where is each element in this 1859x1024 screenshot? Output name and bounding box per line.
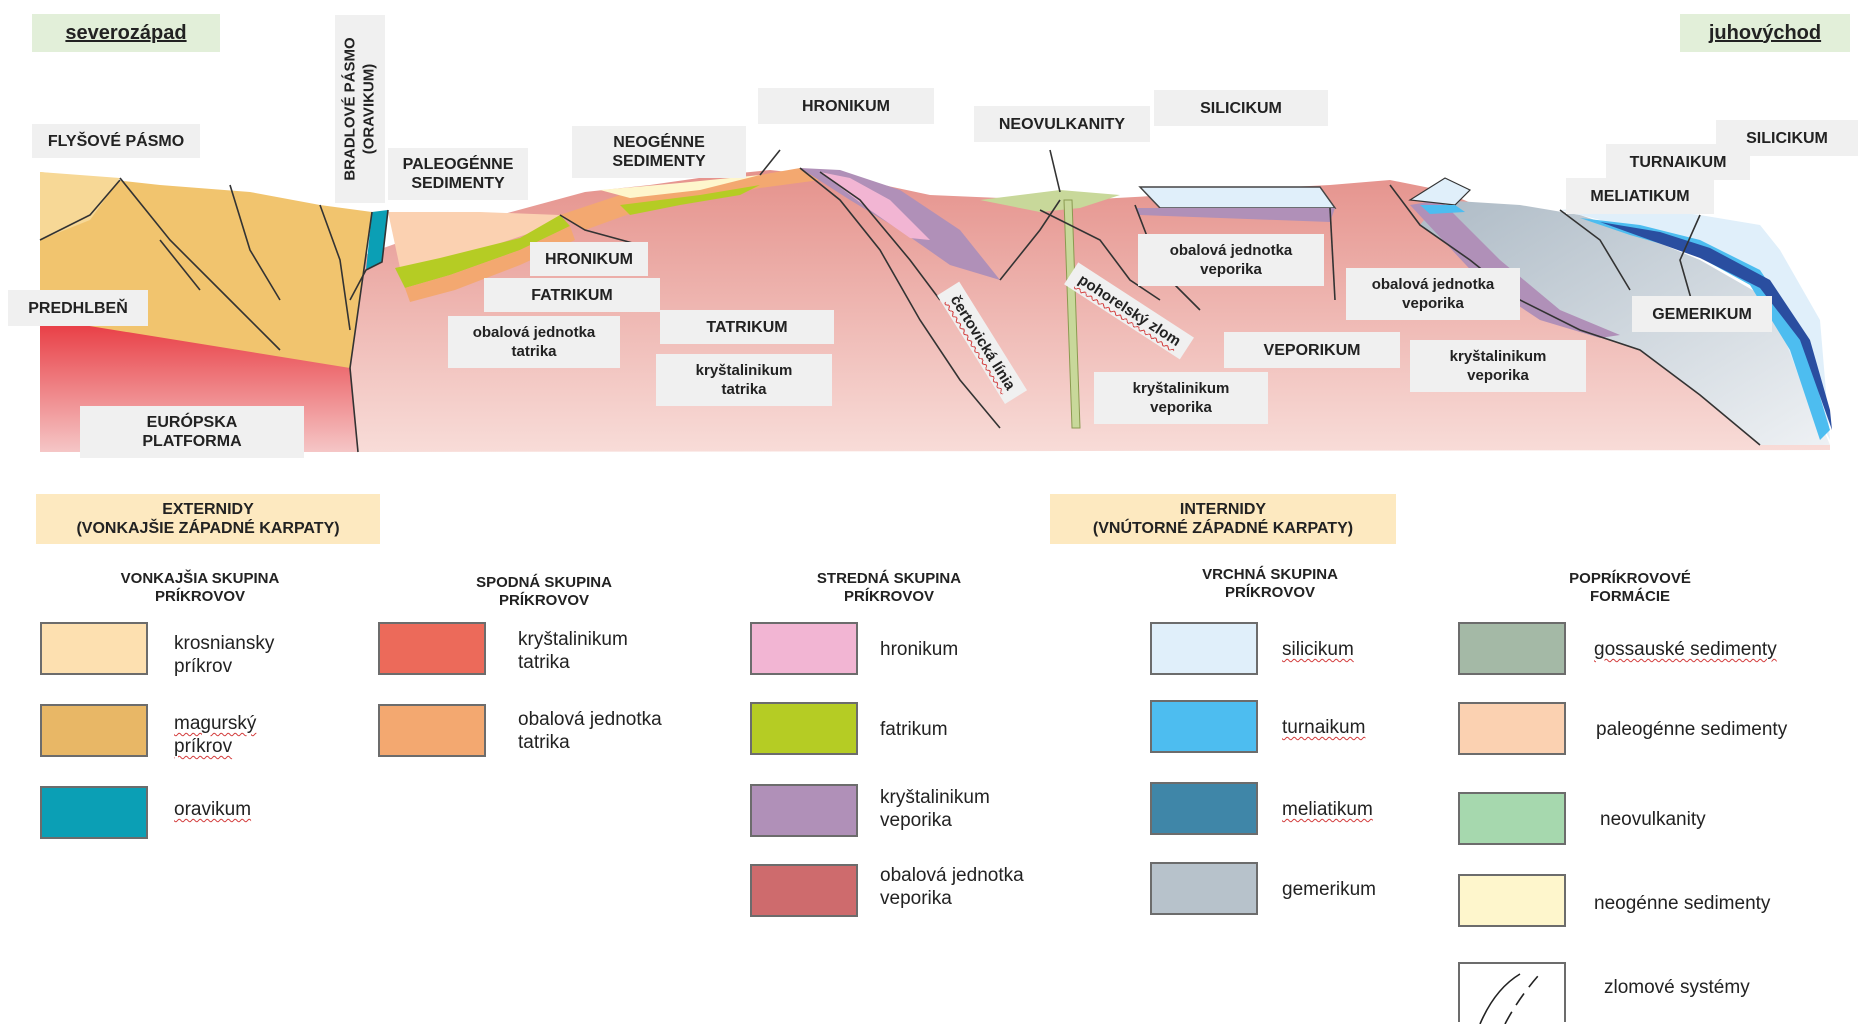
fault-symbol-icon	[1479, 973, 1539, 1024]
fatrikum-dome	[620, 185, 760, 215]
neovulkanity-body	[980, 190, 1120, 212]
label-hronikum-mid: HRONIKUM	[530, 242, 648, 276]
paleogene-basin	[388, 212, 560, 268]
gemerikum-block	[1420, 200, 1830, 445]
legend-group-title-vrchna: VRCHNÁ SKUPINA PRÍKROVOV	[1202, 566, 1338, 601]
label-predhlben: PREDHLBEŇ	[8, 290, 148, 326]
legend-group-title-vonkajsia: VONKAJŠIA SKUPINA PRÍKROVOV	[120, 570, 280, 605]
hronikum-pink	[820, 172, 930, 240]
label-europska-platforma: EURÓPSKA PLATFORMA	[80, 406, 304, 458]
fault-systems	[39, 149, 1761, 453]
legend-swatch-gossauske	[1458, 622, 1566, 675]
label-tatrikum: TATRIKUM	[660, 310, 834, 344]
label-bradlove: BRADLOVÉ PÁSMO (ORAVIKUM)	[335, 15, 385, 203]
legend-label-gossauske-text: gossauské sedimenty	[1594, 639, 1777, 660]
legend-label-krosniansky: krosniansky príkrov	[174, 633, 275, 677]
label-neovulkanity: NEOVULKANITY	[974, 106, 1150, 142]
neovulkanity-dike	[1063, 199, 1081, 429]
veporic-crystalline-right	[1410, 200, 1620, 338]
label-krystalinikum-veporika-2: kryštalinikum veporika	[1410, 340, 1586, 392]
legend-swatch-hronikum	[750, 622, 858, 675]
legend-label-hronikum: hronikum	[880, 639, 959, 660]
band-externidy: EXTERNIDY (VONKAJŠIE ZÁPADNÉ KARPATY)	[36, 494, 380, 544]
legend-swatch-zlomove	[1458, 962, 1566, 1024]
label-flysch: FLYŠOVÉ PÁSMO	[32, 124, 200, 158]
legend-swatch-paleogenne	[1458, 702, 1566, 755]
legend-swatch-krystalinikum-tatrika	[378, 622, 486, 675]
legend-swatch-neogenne	[1458, 874, 1566, 927]
label-gemerikum: GEMERIKUM	[1632, 296, 1772, 332]
legend-swatch-fatrikum	[750, 702, 858, 755]
label-krystalinikum-tatrika: kryštalinikum tatrika	[656, 354, 832, 406]
legend-swatch-obalova-tatrika	[378, 704, 486, 757]
label-obalova-veporika-1: obalová jednotka veporika	[1138, 234, 1324, 286]
band-internidy: INTERNIDY (VNÚTORNÉ ZÁPADNÉ KARPATY)	[1050, 494, 1396, 544]
tatric-dome-cover	[560, 168, 840, 230]
veporic-crystalline-band	[1135, 208, 1335, 222]
legend-group-title-spodna: SPODNÁ SKUPINA PRÍKROVOV	[476, 574, 612, 609]
legend-label-paleogenne: paleogénne sedimenty	[1596, 719, 1788, 740]
legend-swatch-magursky	[40, 704, 148, 757]
legend-label-zlomove: zlomové systémy	[1604, 977, 1750, 998]
label-paleogene: PALEOGÉNNE SEDIMENTY	[388, 148, 528, 200]
legend-label-krystalinikum-tatrika: kryštalinikum tatrika	[518, 629, 628, 673]
legend-swatch-gemerikum	[1150, 862, 1258, 915]
label-silicikum-right: SILICIKUM	[1716, 120, 1858, 156]
flysch-belt-light	[40, 172, 120, 240]
legend-label-meliatikum: meliatikum	[1282, 799, 1373, 820]
legend-label-obalova-veporika: obalová jednotka veporika	[880, 865, 1024, 909]
label-krystalinikum-veporika-1: kryštalinikum veporika	[1094, 372, 1268, 424]
legend-swatch-meliatikum	[1150, 782, 1258, 835]
label-neogene: NEOGÉNNE SEDIMENTY	[572, 126, 746, 178]
legend-swatch-obalova-veporika	[750, 864, 858, 917]
legend-label-krystalinikum-veporika: kryštalinikum veporika	[880, 787, 990, 831]
legend-label-neogenne: neogénne sedimenty	[1594, 893, 1771, 914]
legend-label-oravikum: oravikum	[174, 799, 252, 820]
legend-swatch-krosniansky	[40, 622, 148, 675]
meliatikum-band	[1600, 222, 1832, 430]
legend-group-title-stredna: STREDNÁ SKUPINA PRÍKROVOV	[816, 570, 962, 605]
legend-swatch-krystalinikum-veporika	[750, 784, 858, 837]
direction-right: juhovýchod	[1680, 14, 1850, 52]
label-obalova-tatrika: obalová jednotka tatrika	[448, 316, 620, 368]
label-fatrikum: FATRIKUM	[484, 278, 660, 312]
legend-label-silicikum: silicikum	[1282, 639, 1354, 660]
direction-left: severozápad	[32, 14, 220, 52]
legend-label-magursky: magurský príkrov	[174, 713, 257, 757]
legend-label-gossauske: gossauské sedimenty	[1594, 638, 1777, 661]
legend-label-turnaikum: turnaikum	[1282, 717, 1366, 738]
silicikum-right-nappe	[1560, 205, 1830, 440]
legend-label-neovulkanity: neovulkanity	[1600, 809, 1706, 830]
label-turnaikum: TURNAIKUM	[1606, 144, 1750, 180]
fatrikum-band	[395, 215, 570, 288]
legend-swatch-turnaikum	[1150, 700, 1258, 753]
silicikum-cap	[1408, 177, 1472, 206]
label-obalova-veporika-2: obalová jednotka veporika	[1346, 268, 1520, 320]
legend-group-title-poprikrovove: POPRÍKROVOVÉ FORMÁCIE	[1569, 570, 1691, 605]
label-bradlove-text: BRADLOVÉ PÁSMO (ORAVIKUM)	[342, 37, 378, 181]
turnaikum-band	[1580, 218, 1830, 440]
legend-swatch-oravikum	[40, 786, 148, 839]
legend-label-obalova-tatrika: obalová jednotka tatrika	[518, 709, 662, 753]
label-hronikum-top: HRONIKUM	[758, 88, 934, 124]
silicikum-mid-block	[1138, 186, 1337, 209]
neogene-fill	[600, 175, 760, 198]
label-veporikum: VEPORIKUM	[1224, 332, 1400, 368]
legend-label-fatrikum: fatrikum	[880, 719, 948, 740]
label-meliatikum: MELIATIKUM	[1566, 178, 1714, 214]
turnaikum-cap	[1420, 205, 1465, 214]
legend-swatch-silicikum	[1150, 622, 1258, 675]
label-silicikum-mid: SILICIKUM	[1154, 90, 1328, 126]
geologic-cross-section	[39, 149, 1832, 453]
legend-swatch-neovulkanity	[1458, 792, 1566, 845]
legend-label-gemerikum: gemerikum	[1282, 879, 1376, 900]
